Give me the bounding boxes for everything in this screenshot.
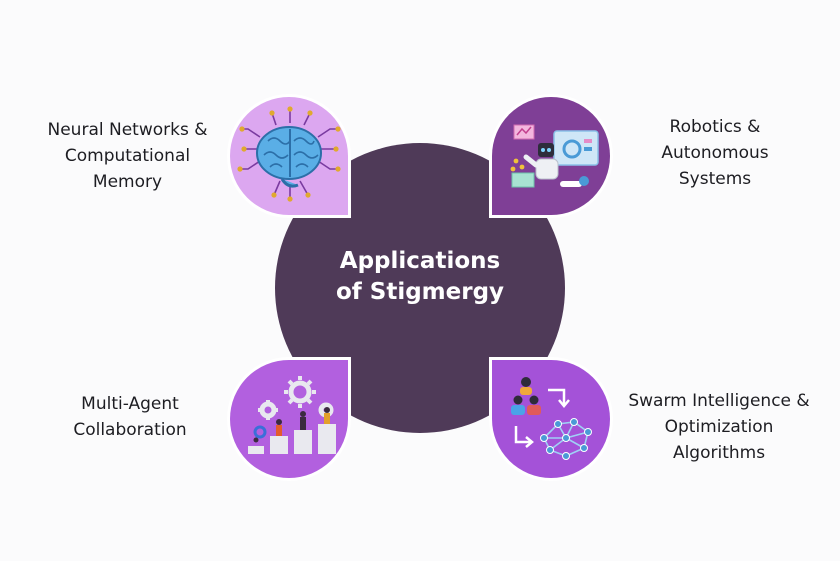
robot-icon bbox=[510, 124, 599, 188]
robotics-label-line3: Systems bbox=[678, 169, 752, 189]
teamwork-gears-icon bbox=[248, 376, 336, 454]
neural-networks-label-line3: Memory bbox=[92, 172, 163, 192]
neural-networks-label: Neural Networks & Computational Memory bbox=[30, 117, 225, 195]
neural-networks-label-line1: Neural Networks & bbox=[47, 120, 208, 140]
center-title-line2: of Stigmergy bbox=[335, 279, 505, 305]
neural-networks-tile bbox=[230, 97, 348, 215]
center-title-line1: Applications bbox=[339, 248, 501, 274]
neural-networks-label-line2: Computational bbox=[64, 146, 191, 166]
swarm-intelligence-label: Swarm Intelligence & Optimization Algori… bbox=[606, 388, 832, 466]
multi-agent-label-line1: Multi-Agent bbox=[81, 394, 179, 414]
center-title: Applications of Stigmergy bbox=[300, 246, 540, 308]
swarm-intelligence-label-line3: Algorithms bbox=[672, 443, 766, 463]
robotics-label-line1: Robotics & bbox=[669, 117, 761, 137]
swarm-intelligence-label-line2: Optimization bbox=[664, 417, 774, 437]
robotics-tile bbox=[492, 97, 610, 215]
swarm-intelligence-tile bbox=[492, 360, 610, 478]
multi-agent-label-line2: Collaboration bbox=[73, 420, 187, 440]
robotics-label: Robotics & Autonomous Systems bbox=[615, 114, 815, 192]
multi-agent-label: Multi-Agent Collaboration bbox=[40, 391, 220, 443]
multi-agent-tile bbox=[230, 360, 348, 478]
brain-circuit-icon bbox=[237, 106, 341, 202]
network-optimization-icon bbox=[511, 377, 592, 460]
robotics-label-line2: Autonomous bbox=[661, 143, 769, 163]
swarm-intelligence-label-line1: Swarm Intelligence & bbox=[628, 391, 810, 411]
